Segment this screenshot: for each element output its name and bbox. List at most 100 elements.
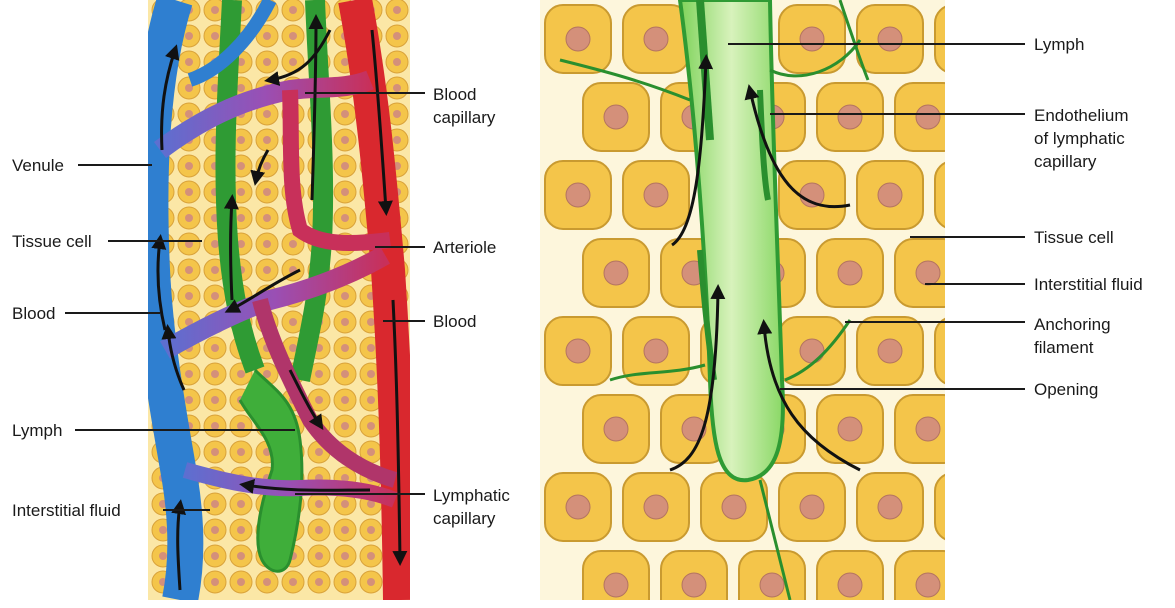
tissue-cell: [623, 473, 689, 541]
tissue-cell: [256, 181, 278, 203]
tissue-cell: [230, 519, 252, 541]
tissue-cell: [386, 77, 408, 99]
tissue-cell: [545, 473, 611, 541]
label-endothelium: Endothelium of lymphatic capillary: [1034, 104, 1129, 173]
right-panel-art: [540, 0, 1039, 608]
tissue-cell: [282, 571, 304, 593]
tissue-cell: [973, 551, 1039, 608]
tissue-cell: [739, 551, 805, 608]
tissue-cell: [386, 0, 408, 21]
tissue-cell: [701, 473, 767, 541]
tissue-cell: [935, 317, 1001, 385]
tissue-cell: [204, 571, 226, 593]
tissue-cell: [178, 155, 200, 177]
tissue-cell: [895, 551, 961, 608]
tissue-cell: [386, 51, 408, 73]
label-lymphatic-capillary: Lymphatic capillary: [433, 484, 510, 530]
tissue-cell: [386, 25, 408, 47]
tissue-cell: [935, 5, 1001, 73]
tissue-cell: [204, 285, 226, 307]
tissue-cell: [545, 5, 611, 73]
tissue-cell: [334, 571, 356, 593]
tissue-cell: [178, 285, 200, 307]
tissue-cell: [779, 473, 845, 541]
tissue-cell: [334, 207, 356, 229]
tissue-cell: [178, 51, 200, 73]
tissue-cell: [545, 161, 611, 229]
tissue-cell: [256, 571, 278, 593]
tissue-cell: [204, 519, 226, 541]
tissue-cell: [545, 317, 611, 385]
tissue-cell: [895, 239, 961, 307]
tissue-cell: [935, 473, 1001, 541]
tissue-cell: [583, 395, 649, 463]
tissue-cell: [204, 389, 226, 411]
label-tissue-cell-right: Tissue cell: [1034, 226, 1114, 249]
tissue-cell: [334, 519, 356, 541]
label-anchoring-filament: Anchoring filament: [1034, 313, 1111, 359]
tissue-cell: [334, 337, 356, 359]
tissue-cell: [360, 571, 382, 593]
tissue-cell: [817, 239, 883, 307]
tissue-cell: [360, 545, 382, 567]
tissue-cell: [256, 51, 278, 73]
tissue-cell: [308, 493, 330, 515]
label-lymph-left: Lymph: [12, 419, 62, 442]
tissue-cell: [178, 181, 200, 203]
tissue-cell: [334, 311, 356, 333]
tissue-cell: [230, 493, 252, 515]
tissue-cell: [973, 395, 1039, 463]
tissue-cell: [334, 389, 356, 411]
label-blood-left: Blood: [12, 302, 55, 325]
tissue-cell: [817, 395, 883, 463]
tissue-cell: [857, 161, 923, 229]
tissue-cell: [334, 545, 356, 567]
tissue-cell: [178, 259, 200, 281]
label-interstitial-fluid-right: Interstitial fluid: [1034, 273, 1143, 296]
tissue-cell: [973, 83, 1039, 151]
tissue-cell: [256, 259, 278, 281]
tissue-cell: [178, 233, 200, 255]
tissue-cell: [308, 519, 330, 541]
tissue-cell: [308, 571, 330, 593]
tissue-cell: [817, 83, 883, 151]
tissue-cell: [857, 317, 923, 385]
tissue-cell: [230, 571, 252, 593]
tissue-cell: [282, 0, 304, 21]
tissue-cell: [334, 363, 356, 385]
tissue-cell: [334, 155, 356, 177]
tissue-cell: [623, 5, 689, 73]
label-blood-right: Blood: [433, 310, 476, 333]
tissue-cell: [204, 415, 226, 437]
tissue-cell: [256, 129, 278, 151]
tissue-cell: [935, 161, 1001, 229]
tissue-cell: [334, 415, 356, 437]
tissue-cell: [895, 395, 961, 463]
tissue-cell: [204, 363, 226, 385]
tissue-cell: [204, 493, 226, 515]
label-arteriole: Arteriole: [433, 236, 496, 259]
tissue-cell: [360, 519, 382, 541]
label-venule: Venule: [12, 154, 64, 177]
tissue-cell: [204, 337, 226, 359]
tissue-cell: [282, 25, 304, 47]
tissue-cell: [857, 5, 923, 73]
tissue-cell: [334, 103, 356, 125]
label-tissue-cell: Tissue cell: [12, 230, 92, 253]
tissue-cell: [204, 441, 226, 463]
tissue-cell: [583, 83, 649, 151]
tissue-cell: [895, 83, 961, 151]
tissue-cell: [178, 207, 200, 229]
tissue-cell: [661, 551, 727, 608]
tissue-cell: [334, 129, 356, 151]
tissue-cell: [256, 233, 278, 255]
label-blood-capillary: Blood capillary: [433, 83, 495, 129]
tissue-cell: [973, 239, 1039, 307]
label-opening: Opening: [1034, 378, 1098, 401]
tissue-cell: [230, 441, 252, 463]
tissue-cell: [817, 551, 883, 608]
label-interstitial-fluid-left: Interstitial fluid: [12, 499, 121, 522]
tissue-cell: [583, 239, 649, 307]
label-lymph-right: Lymph: [1034, 33, 1084, 56]
